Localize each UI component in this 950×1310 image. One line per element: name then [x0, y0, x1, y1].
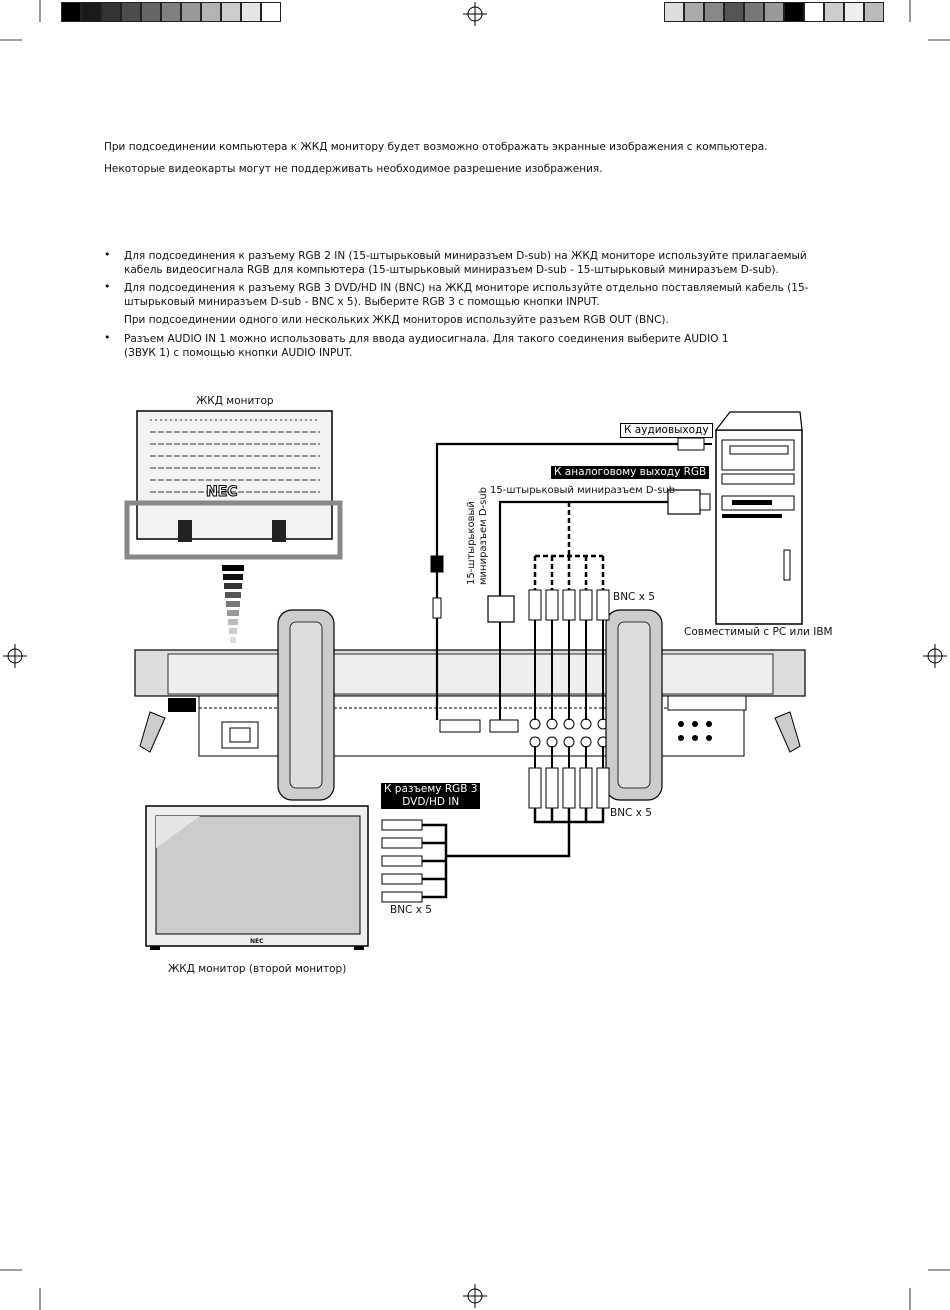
bullet-2-line-1: Для подсоединения к разъему RGB 3 DVD/HD…	[124, 282, 809, 294]
bnc-connectors-out	[528, 767, 610, 809]
second-monitor-label: ЖКД монитор (второй монитор)	[168, 963, 347, 975]
bnc-top-label: BNC x 5	[613, 591, 655, 603]
audio-cable	[430, 437, 712, 720]
intro-line-2: Некоторые видеокарты могут не поддержива…	[104, 163, 603, 175]
bullet-1-line-1: Для подсоединения к разъему RGB 2 IN (15…	[124, 250, 807, 262]
bnc-alt-dashed-cable	[533, 502, 605, 590]
bullet-1-line-2: кабель видеосигнала RGB для компьютера (…	[124, 264, 779, 276]
registration-mark-top	[463, 2, 487, 26]
dsub-label: 15-штырьковый миниразъем D-sub	[490, 485, 676, 496]
bullet-2-line-3: При подсоединении одного или нескольких …	[124, 314, 669, 326]
bullet-3-line-1: Разъем AUDIO IN 1 можно использовать для…	[124, 333, 729, 345]
bullet-marker: •	[104, 331, 111, 344]
monitor-label: ЖКД монитор	[196, 395, 274, 407]
lcd-monitor-back-panel	[134, 649, 806, 757]
rgb3-in-label-line-1: К разъему RGB 3	[384, 783, 478, 795]
bnc-connectors-top	[528, 589, 610, 621]
pc-label: Совместимый с PC или IBM	[684, 626, 833, 638]
bnc-bottom-label: BNC x 5	[390, 904, 432, 916]
audio-out-label: К аудиовыходу	[620, 423, 713, 438]
bnc-mid-label: BNC x 5	[610, 807, 652, 819]
calibration-bar-right	[664, 2, 884, 22]
second-lcd-monitor	[145, 805, 369, 950]
bullet-marker: •	[104, 248, 111, 261]
carry-handle-left	[277, 609, 335, 801]
intro-line-1: При подсоединении компьютера к ЖКД монит…	[104, 141, 768, 153]
registration-mark-left	[3, 644, 27, 668]
dsub-vertical-line-1: 15-штырьковый	[466, 501, 477, 585]
rgb3-in-label-line-2: DVD/HD IN	[402, 796, 460, 808]
bnc-out-bundle	[446, 808, 605, 858]
bullet-marker: •	[104, 280, 111, 293]
second-monitor-logo: NEC	[250, 938, 264, 945]
carry-handle-right	[605, 609, 663, 801]
rgb-out-label: К аналоговому выходу RGB	[551, 466, 710, 479]
rgb3-in-label: К разъему RGB 3 DVD/HD IN	[381, 783, 481, 809]
dsub-cable	[487, 489, 711, 720]
dsub-vertical-line-2: миниразъем D-sub	[478, 486, 489, 585]
calibration-bar-left	[61, 2, 281, 22]
lcd-monitor-rear-thumbnail	[124, 410, 343, 643]
monitor-logo: NEC	[206, 484, 239, 500]
bullet-2-line-2: штырьковый миниразъем D-sub - BNC x 5). …	[124, 296, 600, 308]
bnc-cables-vertical	[534, 620, 604, 768]
registration-mark-right	[923, 644, 947, 668]
bnc-connectors-second-monitor	[381, 819, 448, 903]
bullet-3-line-2: (ЗВУК 1) с помощью кнопки AUDIO INPUT.	[124, 347, 353, 359]
registration-mark-bottom	[463, 1284, 487, 1308]
pc-tower	[714, 411, 803, 625]
